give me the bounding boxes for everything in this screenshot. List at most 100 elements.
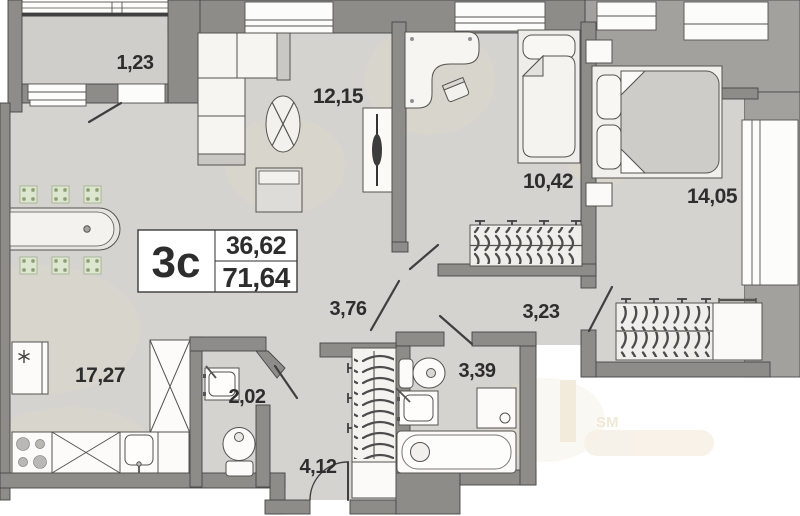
- hallway-furniture: [347, 347, 397, 499]
- room-label-bathroom: 3,39: [459, 360, 496, 382]
- balcony-window-sill: [29, 99, 87, 107]
- room-label-living: 12,15: [313, 85, 364, 108]
- balcony-glazing: [21, 1, 169, 14]
- neighbor-window-2: [683, 1, 769, 41]
- room-label-hallway: 4,12: [300, 456, 337, 478]
- pillow-1: [596, 74, 622, 120]
- nightstand-1: [585, 39, 613, 64]
- corner-desk: [404, 31, 480, 109]
- hangers-row: [473, 227, 579, 245]
- room-label-bedroom1: 10,42: [523, 170, 573, 193]
- wc-fixtures: [203, 365, 256, 477]
- bedroom1-furniture: [404, 29, 583, 267]
- wc-toilet-tank: [225, 460, 254, 477]
- bathroom-fixtures: [395, 357, 517, 474]
- sofa-armrest-bottom: [197, 153, 246, 166]
- wall-wc-right: [255, 404, 271, 488]
- windows: [21, 1, 799, 286]
- wardrobe-hooks: [621, 298, 711, 303]
- wc-door-leaf: [273, 364, 299, 400]
- stove: [11, 431, 53, 474]
- sofa-armrest-right: [276, 32, 291, 81]
- nightstand-2: [585, 182, 613, 207]
- wall-bedroom-divider-stub: [580, 329, 597, 378]
- kitchen-furniture: [9, 185, 191, 474]
- door-leaves: [87, 101, 614, 501]
- room-labels: 1,23 12,15 10,42 14,05 3,76 3,23 17,27 2…: [75, 52, 738, 478]
- total-area-value: 71,64: [222, 262, 290, 293]
- wall-left: [0, 102, 11, 501]
- wc-toilet-flush: [234, 432, 244, 442]
- bedroom2-door-leaf: [587, 285, 614, 333]
- watermark-logo: [584, 430, 714, 456]
- fridge: [11, 341, 49, 395]
- single-bed-pillow: [522, 34, 576, 60]
- wall-wc-top: [189, 336, 267, 352]
- dining-chair: [51, 185, 70, 204]
- wall-topleft: [7, 0, 23, 113]
- bathtub-drain: [410, 442, 430, 462]
- room-label-kitchen: 17,27: [75, 364, 125, 387]
- wall-balcony-right: [167, 0, 201, 104]
- living-furniture: [197, 32, 393, 213]
- floor-balcony: [22, 13, 168, 84]
- shoe-cabinet: [351, 461, 397, 499]
- dining-chair: [19, 185, 38, 204]
- flat-type-label: 3с: [152, 238, 201, 287]
- counter-end: [157, 431, 190, 474]
- wall-bath-top-right: [471, 331, 537, 347]
- bedroom2-furniture: [585, 39, 763, 361]
- wall-bath-top-left: [395, 331, 445, 347]
- bath-sink-bowl: [403, 394, 434, 422]
- bedroom1-door-leaf: [408, 243, 440, 271]
- room-label-bedroom2: 14,05: [687, 185, 738, 208]
- room-label-balcony: 1,23: [117, 52, 154, 74]
- snowflake-icon: [18, 350, 30, 363]
- wall-entry-right: [395, 469, 461, 515]
- bathtub-inner: [401, 434, 512, 470]
- wardrobe-hooks: [475, 220, 581, 225]
- watermark-bar: [560, 380, 576, 442]
- wardrobe-hooks: [347, 363, 352, 433]
- washing-machine-door: [499, 412, 511, 424]
- double-bed-blanket: [620, 70, 720, 174]
- balcony-door-frame: [117, 83, 166, 104]
- side-table-top: [258, 170, 300, 185]
- watermark-text: SM: [596, 414, 619, 431]
- title-block: 3с 36,62 71,64: [137, 229, 298, 293]
- balcony-glazing-base: [22, 13, 168, 17]
- room-label-wc: 2,02: [229, 386, 266, 408]
- dining-table-top: [9, 211, 115, 247]
- bedroom2-window: [741, 119, 799, 286]
- bathroom-door-leaf: [438, 314, 474, 346]
- wall-bath-right: [519, 331, 537, 486]
- wall-wc-left: [189, 336, 203, 488]
- desk-chair: [441, 76, 470, 103]
- living-window: [244, 1, 334, 34]
- wall-hall-bottom-right: [349, 499, 401, 515]
- pillow-2: [596, 124, 622, 170]
- stove-burners: [16, 437, 47, 469]
- wardrobe-shelf-unit: [712, 302, 763, 361]
- watermark: SM: [560, 380, 714, 456]
- dining-chair: [19, 256, 38, 275]
- hangers-row: [619, 306, 710, 331]
- entrance-door-arc: [309, 461, 349, 501]
- balcony-door-leaf: [87, 101, 123, 124]
- wall-stub-living: [391, 241, 409, 253]
- living-area-value: 36,62: [226, 232, 286, 260]
- wall-living-bedroom1: [391, 21, 407, 245]
- dining-chair: [83, 256, 102, 275]
- kitchen-sink-bowl: [124, 434, 154, 466]
- washing-machine: [476, 387, 517, 429]
- single-bed-blanket-fold: [521, 54, 544, 77]
- tv-screen: [372, 134, 382, 166]
- dining-chair: [51, 256, 70, 275]
- bedroom1-window: [454, 1, 546, 32]
- dining-chair: [83, 185, 102, 204]
- dining-chairs: [19, 185, 102, 275]
- table-knob: [83, 225, 91, 233]
- room-label-corridor2: 3,23: [523, 301, 560, 323]
